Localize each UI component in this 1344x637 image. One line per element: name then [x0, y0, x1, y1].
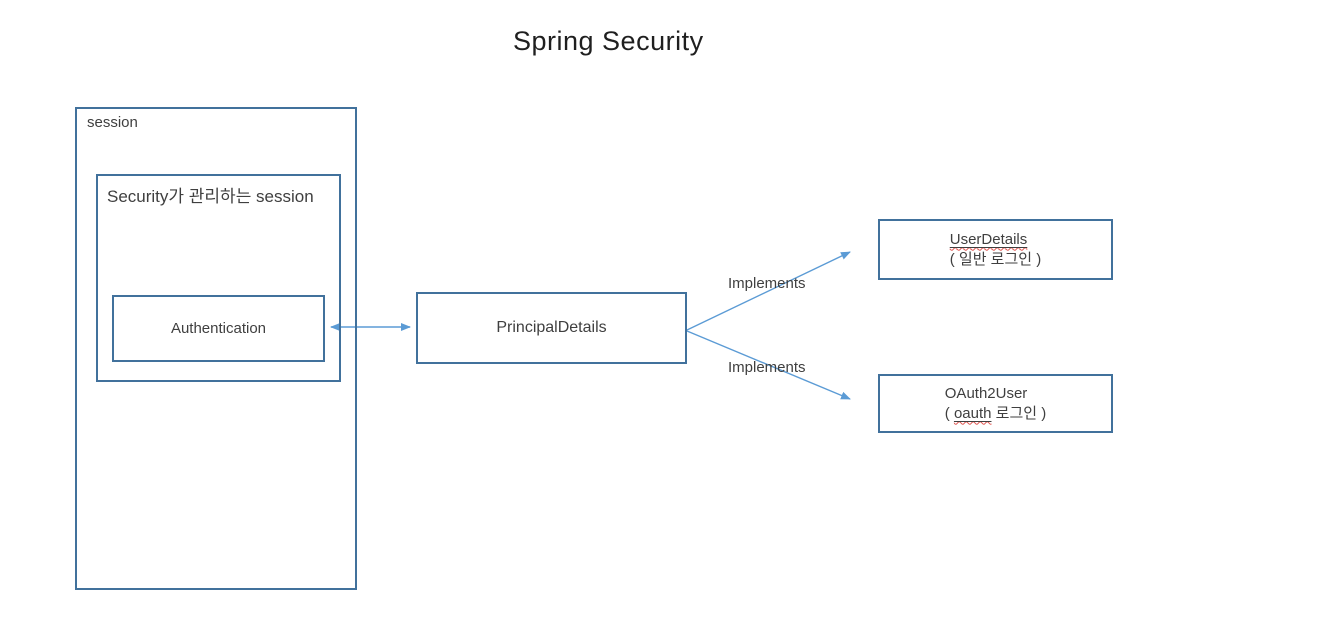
oauth2-user-name: OAuth2User: [944, 384, 1028, 402]
principal-details-box-label: PrincipalDetails: [496, 319, 607, 336]
implements-label-bottom: Implements: [728, 359, 806, 376]
session-box: session: [75, 107, 357, 590]
managed-session-box-label: Security가 관리하는 session: [107, 187, 314, 206]
managed-session-box: Security가 관리하는 session: [96, 174, 341, 382]
oauth2-user-box: OAuth2User ( oauth 로그인 ): [878, 374, 1113, 433]
session-box-label: session: [87, 114, 138, 131]
user-details-box: UserDetails ( 일반 로그인 ): [878, 219, 1113, 280]
oauth2-user-caption: ( oauth 로그인 ): [944, 404, 1047, 422]
implements-label-top: Implements: [728, 275, 806, 292]
diagram-title: Spring Security: [513, 26, 704, 56]
oauth-word: oauth: [953, 404, 992, 422]
user-details-caption: ( 일반 로그인 ): [949, 250, 1042, 268]
authentication-box-label: Authentication: [170, 320, 267, 337]
authentication-box: Authentication: [112, 295, 325, 362]
user-details-name: UserDetails: [949, 230, 1028, 248]
principal-details-box: PrincipalDetails: [416, 292, 687, 364]
